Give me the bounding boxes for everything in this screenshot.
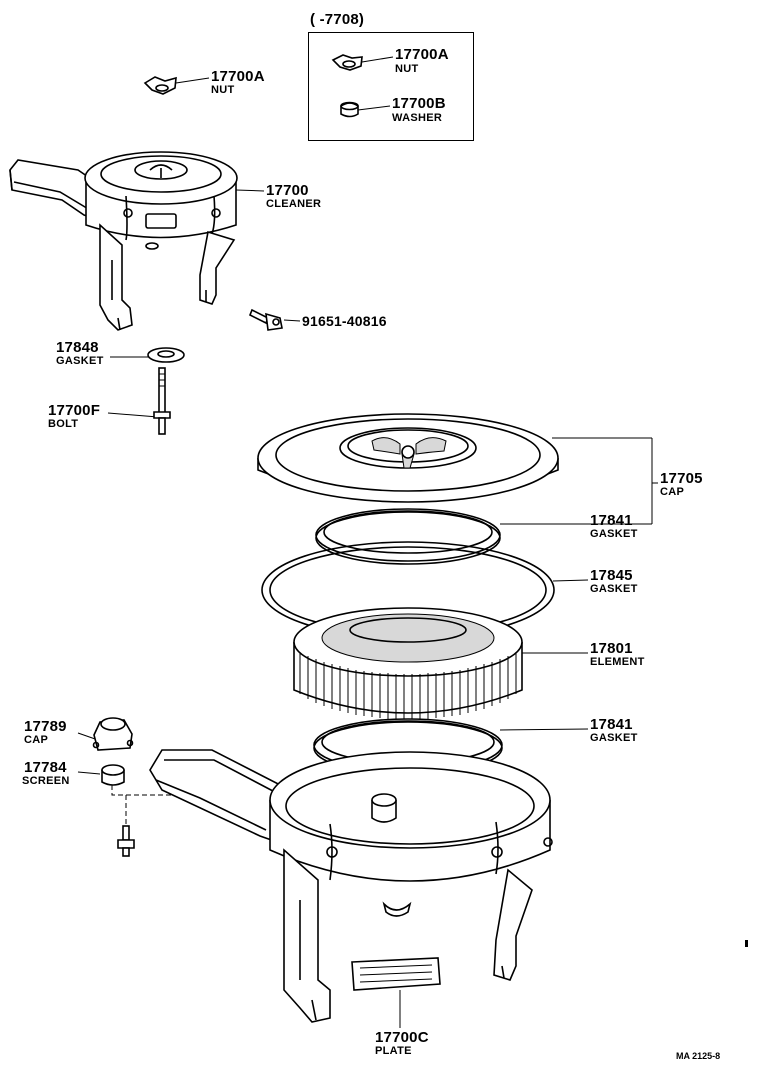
small-bolt-icon[interactable]: [117, 825, 135, 857]
side-bolt-icon[interactable]: [248, 308, 283, 331]
callout-cleaner-name: CLEANER: [266, 198, 322, 210]
callout-washer-inset-name: WASHER: [392, 112, 443, 124]
callout-screen-name: SCREEN: [22, 775, 70, 787]
callout-nut-name: NUT: [211, 84, 235, 96]
callout-bolt-part[interactable]: 17700F: [48, 402, 101, 419]
callout-washer-inset-part[interactable]: 17700B: [392, 95, 446, 112]
callout-gasket-upper-part[interactable]: 17848: [56, 339, 99, 356]
screen-icon[interactable]: [101, 764, 125, 786]
callout-element-name: ELEMENT: [590, 656, 645, 668]
callout-cap-assy-part[interactable]: 17705: [660, 470, 703, 487]
callout-bolt-side-part[interactable]: 91651-40816: [302, 313, 387, 329]
callout-cleaner-part[interactable]: 17700: [266, 182, 309, 199]
wing-nut-icon[interactable]: [143, 76, 177, 95]
callout-nut-inset-name: NUT: [395, 63, 419, 75]
callout-gasket-cap-name: GASKET: [590, 528, 638, 540]
callout-gasket-large-part[interactable]: 17845: [590, 567, 633, 584]
footer-code: MA 2125-8: [676, 1051, 721, 1061]
callout-gasket-large-name: GASKET: [590, 583, 638, 595]
small-cap-icon[interactable]: [92, 717, 134, 751]
callout-plate-part[interactable]: 17700C: [375, 1029, 429, 1046]
inset-header: ( -7708): [310, 11, 365, 28]
callout-nut-inset-part[interactable]: 17700A: [395, 46, 449, 63]
callout-bolt-name: BOLT: [48, 418, 79, 430]
cleaner-body-icon[interactable]: [149, 749, 553, 1023]
callout-screen-part[interactable]: 17784: [24, 759, 67, 776]
air-cleaner-cap-icon[interactable]: [257, 413, 559, 503]
scan-mark: [745, 940, 748, 947]
inset-frame: [308, 32, 474, 141]
callout-plate-name: PLATE: [375, 1045, 412, 1057]
callout-cap-small-part[interactable]: 17789: [24, 718, 67, 735]
callout-gasket-lower-part[interactable]: 17841: [590, 716, 633, 733]
wing-nut-inset-icon[interactable]: [331, 54, 363, 71]
washer-inset-icon[interactable]: [340, 101, 359, 118]
callout-gasket-lower-name: GASKET: [590, 732, 638, 744]
filter-element-icon[interactable]: [293, 607, 523, 719]
cleaner-assembly-icon[interactable]: [9, 151, 238, 331]
callout-gasket-upper-name: GASKET: [56, 355, 104, 367]
callout-cap-assy-name: CAP: [660, 486, 685, 498]
callout-nut-part[interactable]: 17700A: [211, 68, 265, 85]
plate-label-icon[interactable]: [351, 957, 441, 991]
cap-gasket-icon[interactable]: [315, 508, 501, 565]
callout-element-part[interactable]: 17801: [590, 640, 633, 657]
callout-cap-small-name: CAP: [24, 734, 49, 746]
stud-bolt-icon[interactable]: [153, 367, 171, 435]
gasket-small-icon[interactable]: [147, 347, 185, 363]
